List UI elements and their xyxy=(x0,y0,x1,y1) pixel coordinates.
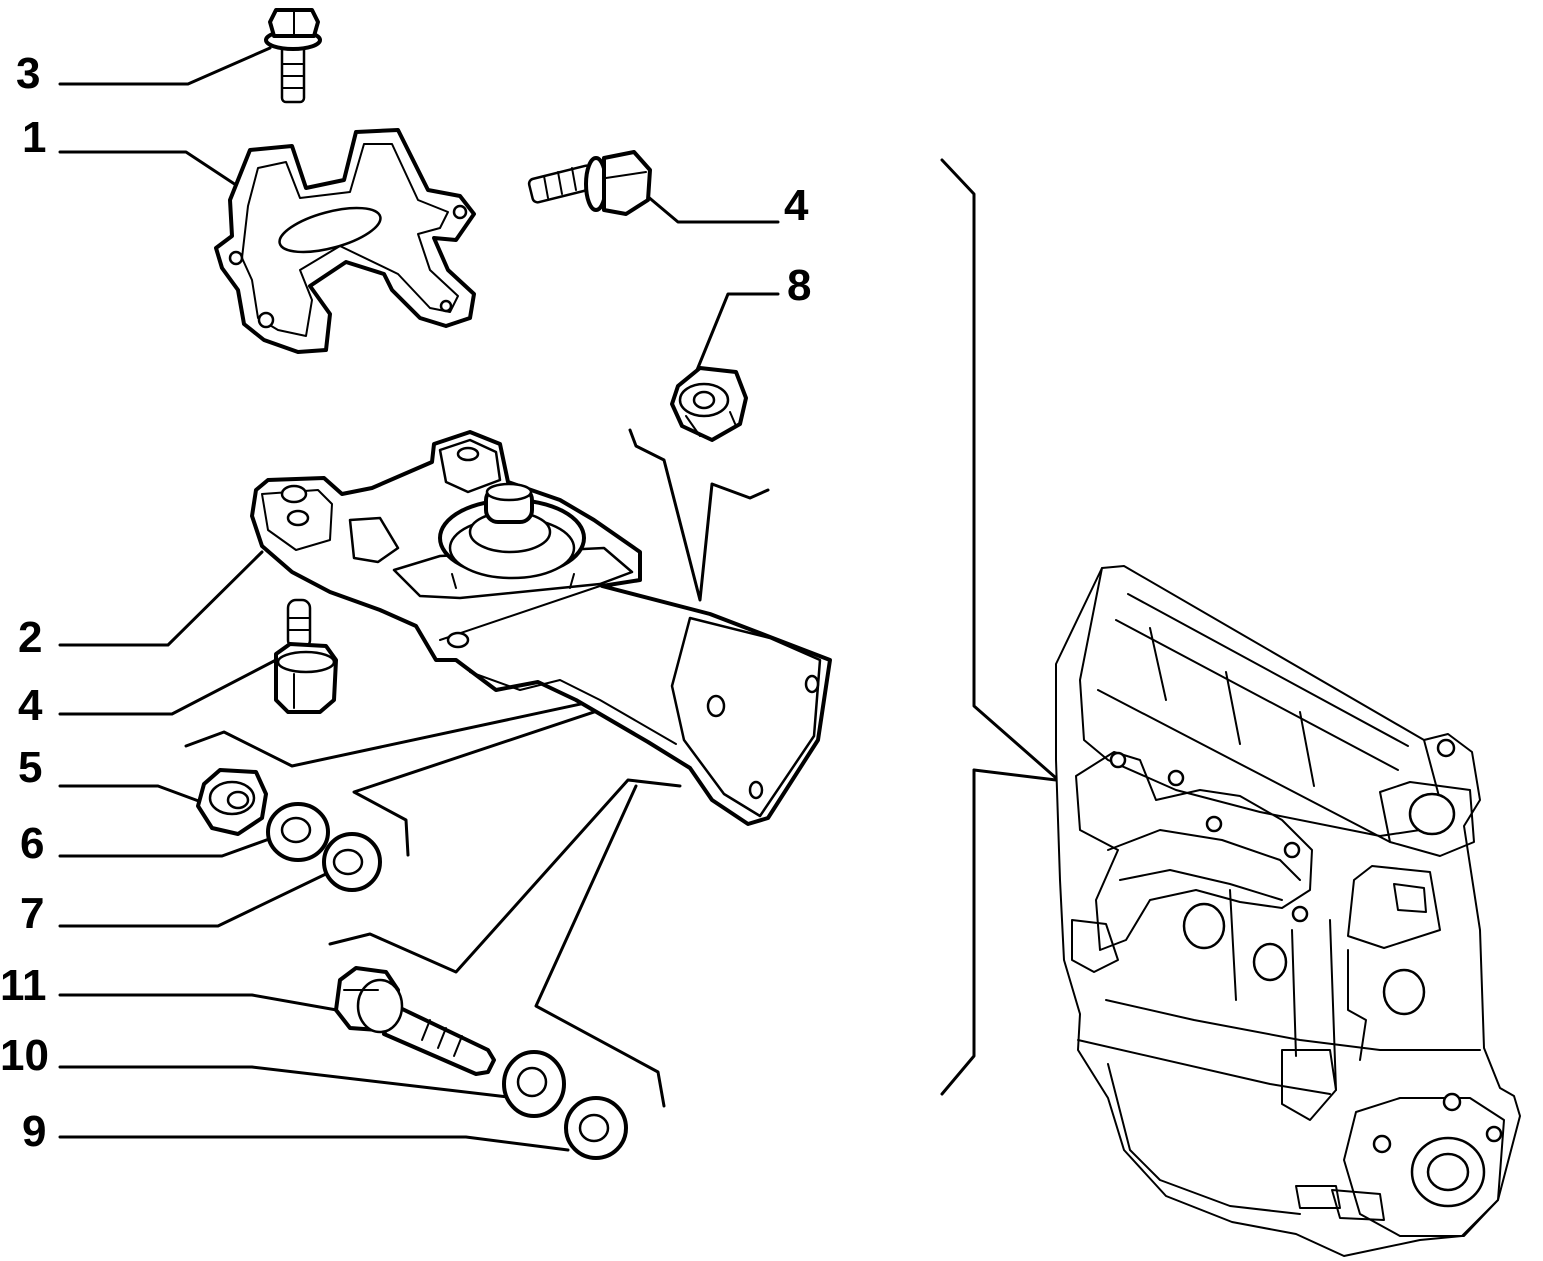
callout-4-top: 4 xyxy=(784,181,809,230)
stud-part-4-left xyxy=(274,598,338,714)
nut-part-8 xyxy=(670,366,748,442)
callout-7: 7 xyxy=(20,889,44,938)
callout-10: 10 xyxy=(0,1031,49,1080)
callout-8: 8 xyxy=(787,261,811,310)
bolt-part-4-top xyxy=(527,150,652,216)
bracket-part-1 xyxy=(214,128,476,354)
callout-2: 2 xyxy=(18,613,42,662)
callout-9: 9 xyxy=(22,1107,46,1156)
bolt-part-11 xyxy=(334,966,496,1076)
callout-1: 1 xyxy=(22,113,46,162)
nut-part-5 xyxy=(196,768,268,836)
washer-part-10 xyxy=(502,1050,566,1118)
callout-5: 5 xyxy=(18,743,42,792)
washer-part-9 xyxy=(564,1096,628,1160)
callout-3: 3 xyxy=(16,49,40,98)
bolt-part-3 xyxy=(264,8,322,104)
washer-part-6 xyxy=(266,802,330,862)
leader-lines xyxy=(58,46,780,1152)
callout-4-left: 4 xyxy=(18,681,43,730)
assembly-guide-lines xyxy=(184,158,1058,1108)
engine-mount-part-2 xyxy=(250,430,832,826)
callout-11: 11 xyxy=(0,961,47,1010)
washer-part-7 xyxy=(322,832,382,892)
engine-block-illustration xyxy=(1055,565,1521,1257)
callout-6: 6 xyxy=(20,819,44,868)
